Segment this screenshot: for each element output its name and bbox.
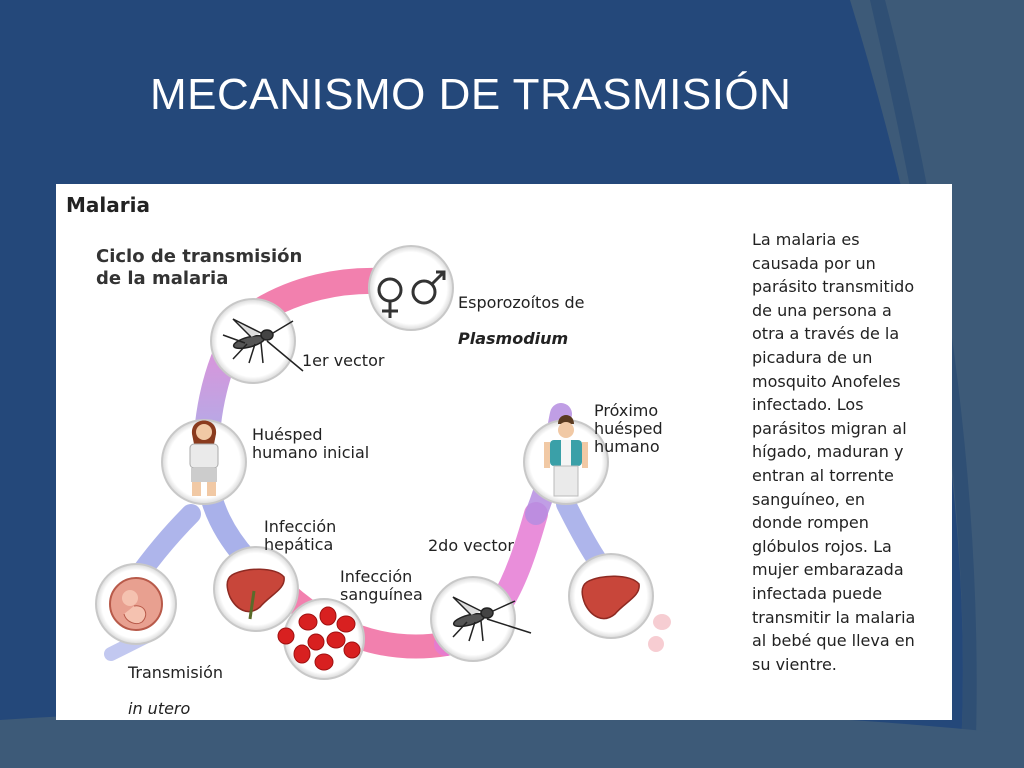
figure-heading: Malaria (66, 193, 150, 217)
liver-icon (226, 568, 285, 620)
male-symbol-icon (411, 270, 446, 305)
first-vector-label: 1er vector (302, 351, 385, 370)
fetus-icon (109, 577, 163, 631)
liver-icon (581, 575, 640, 620)
sporozoites-label-line1: Esporozoítos de (458, 293, 585, 312)
blood-infection-label: Infección sanguínea (340, 567, 423, 604)
slide-title: MECANISMO DE TRASMISIÓN (150, 70, 792, 119)
hepatic-infection-label: Infección hepática (264, 517, 337, 554)
cycle-title: Ciclo de transmisión de la malaria (96, 246, 303, 289)
transmission-cycle-diagram (95, 245, 671, 680)
malaria-figure: Malaria Ciclo de transmisión de la malar… (56, 184, 952, 720)
mosquito-icon (222, 318, 304, 372)
sporozoites-circle (368, 245, 454, 331)
mosquito-icon (452, 596, 532, 642)
sporozoites-label: Esporozoítos de Plasmodium (458, 276, 585, 348)
in-utero-label: Transmisión in utero (128, 646, 223, 718)
in-utero-label-line2: in utero (128, 699, 191, 718)
sporozoites-label-line2: Plasmodium (458, 329, 569, 348)
malaria-description: La malaria es causada por un parásito tr… (752, 230, 916, 674)
red-blood-cells-icon (277, 606, 361, 671)
woman-icon (189, 420, 219, 496)
in-utero-label-line1: Transmisión (128, 663, 224, 682)
man-icon (544, 415, 588, 497)
next-host-label: Próximo huésped humano (594, 401, 663, 456)
female-symbol-icon (377, 277, 403, 318)
initial-host-label: Huésped humano inicial (252, 425, 370, 462)
second-vector-label: 2do vector (428, 536, 514, 555)
